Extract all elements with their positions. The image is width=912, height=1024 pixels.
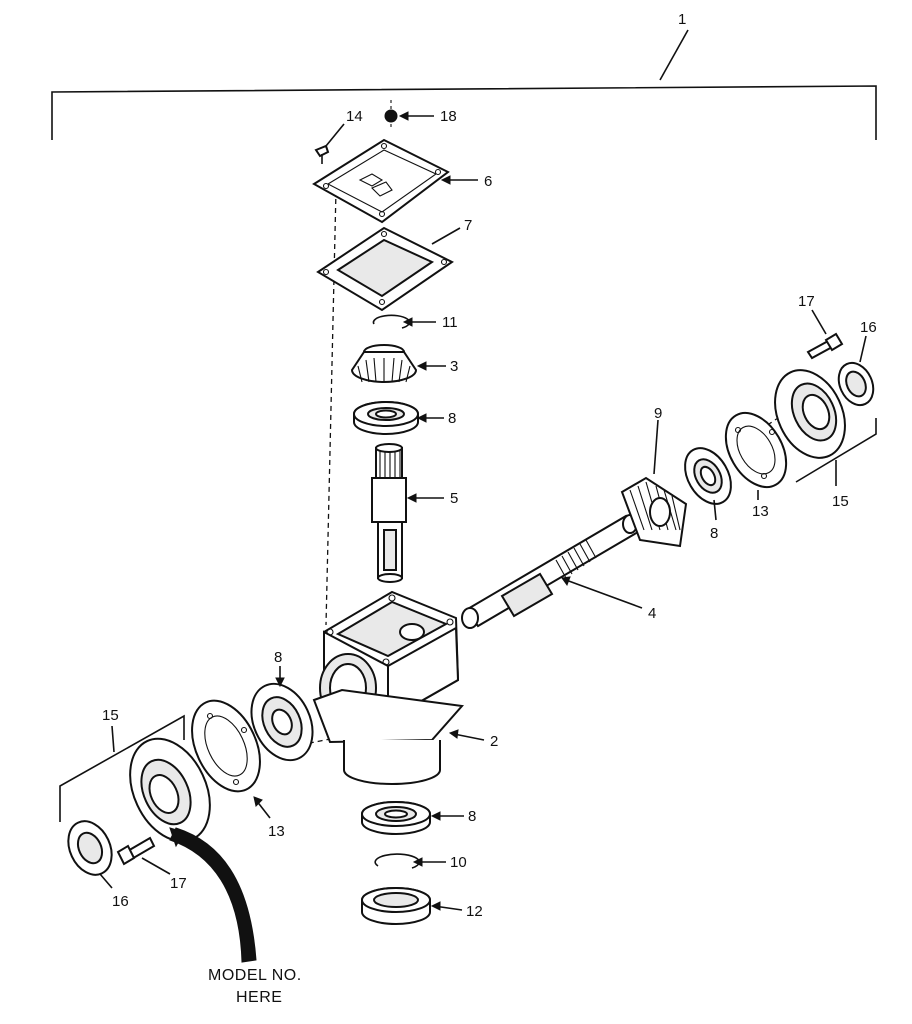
bolt-left-part: 17 bbox=[116, 836, 187, 892]
horizontal-shaft-part: 4 bbox=[461, 514, 656, 629]
gasket-part: 7 bbox=[316, 217, 472, 312]
seal-kit-left-part: 15 bbox=[59, 707, 211, 843]
callout-1: 1 bbox=[678, 11, 686, 28]
callout-11: 11 bbox=[442, 314, 458, 331]
seal-cup-part: 12 bbox=[361, 887, 483, 925]
callout-16-right: 16 bbox=[860, 319, 877, 336]
callout-4: 4 bbox=[648, 605, 656, 622]
bearing-right-part: 8 bbox=[684, 447, 732, 542]
screw-part: 14 bbox=[314, 108, 363, 164]
seal-kit-right-part: 15 bbox=[774, 369, 877, 510]
callout-8-bottom: 8 bbox=[468, 808, 476, 825]
callout-14: 14 bbox=[346, 108, 363, 125]
callout-17-left: 17 bbox=[170, 875, 187, 892]
oil-seal-left-part: 16 bbox=[67, 820, 129, 910]
callout-18: 18 bbox=[440, 108, 457, 125]
gasket-right-part: 13 bbox=[724, 412, 788, 520]
retaining-ring-top-part: 11 bbox=[372, 314, 458, 331]
bevel-gear-right-part: 9 bbox=[620, 405, 688, 548]
bearing-bottom-part: 8 bbox=[361, 801, 476, 835]
callout-13-right: 13 bbox=[752, 503, 769, 520]
retaining-ring-bottom-part: 10 bbox=[374, 853, 467, 871]
bevel-gear-top-part: 3 bbox=[350, 344, 458, 383]
callout-9: 9 bbox=[654, 405, 662, 422]
model-number-note: MODEL NO. HERE bbox=[208, 967, 302, 1006]
plug-part: 18 bbox=[384, 100, 457, 130]
callout-10: 10 bbox=[450, 854, 467, 871]
assembly-bracket: 1 bbox=[51, 11, 877, 140]
vertical-shaft-part: 5 bbox=[371, 443, 458, 583]
callout-2: 2 bbox=[490, 733, 498, 750]
bearing-left-part: 8 bbox=[250, 649, 314, 762]
callout-15-left: 15 bbox=[102, 707, 119, 724]
gasket-left-part: 13 bbox=[191, 699, 285, 840]
callout-13-left: 13 bbox=[268, 823, 285, 840]
callout-7: 7 bbox=[464, 217, 472, 234]
cover-plate-part: 6 bbox=[312, 138, 492, 224]
callout-8-top: 8 bbox=[448, 410, 456, 427]
callout-17-right: 17 bbox=[798, 293, 815, 310]
oil-seal-right-part: 16 bbox=[837, 319, 877, 407]
bearing-top-part: 8 bbox=[353, 401, 456, 435]
housing-part: 2 bbox=[312, 590, 498, 785]
bolt-right-part: 17 bbox=[798, 293, 844, 360]
callout-15-right: 15 bbox=[832, 493, 849, 510]
callout-12: 12 bbox=[466, 903, 483, 920]
callout-6: 6 bbox=[484, 173, 492, 190]
callout-8-right: 8 bbox=[710, 525, 718, 542]
note-line-2: HERE bbox=[236, 989, 282, 1006]
callout-16-left: 16 bbox=[112, 893, 129, 910]
callout-3: 3 bbox=[450, 358, 458, 375]
model-number-pointer bbox=[169, 827, 257, 963]
callout-8-left: 8 bbox=[274, 649, 282, 666]
note-line-1: MODEL NO. bbox=[208, 967, 302, 984]
callout-5: 5 bbox=[450, 490, 458, 507]
